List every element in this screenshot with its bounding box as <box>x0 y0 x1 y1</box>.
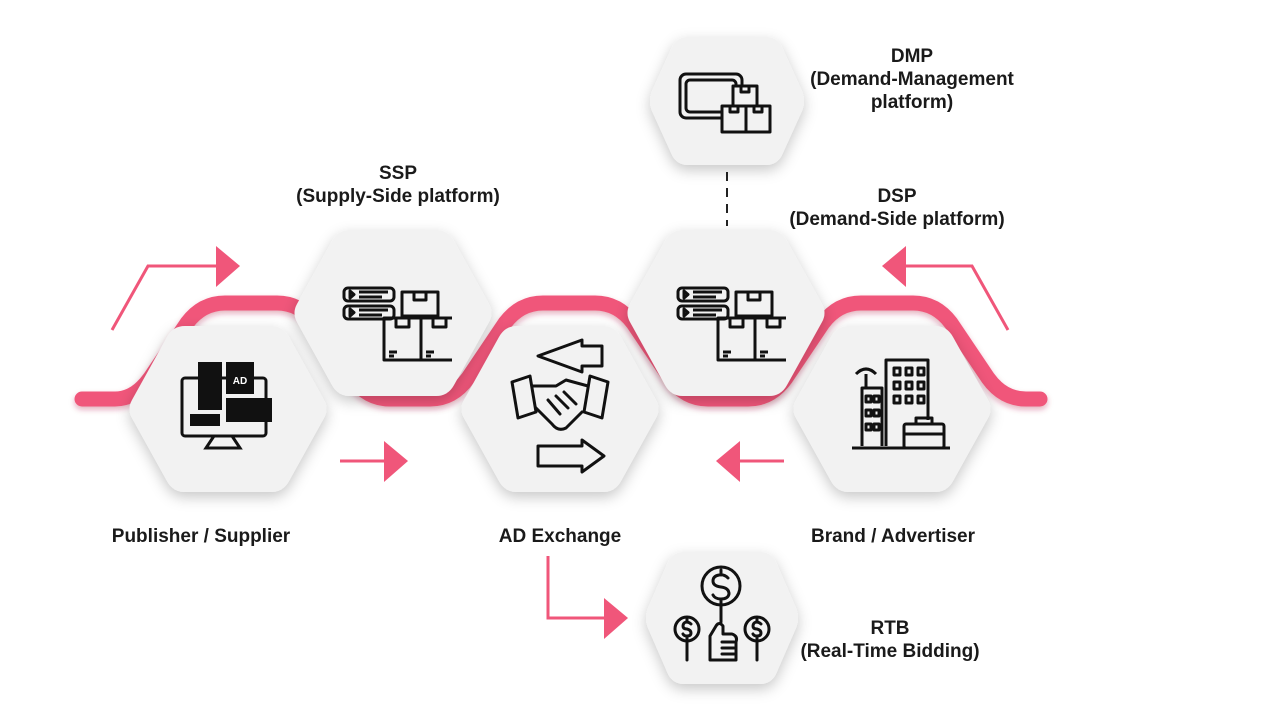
handshake-arrows-icon <box>510 338 610 474</box>
dmp-label: DMP (Demand-Management platform) <box>792 45 1032 114</box>
screen-boxes-icon <box>678 72 772 134</box>
dsp-title: DSP <box>877 186 917 207</box>
exchange-node[interactable] <box>461 326 659 492</box>
office-building-briefcase-icon <box>852 358 950 450</box>
dmp-node[interactable] <box>650 37 804 165</box>
publisher-label: Publisher / Supplier <box>111 526 291 547</box>
monitor-ad-icon: AD <box>180 362 272 450</box>
brand-node[interactable] <box>793 326 991 492</box>
arrow-exchange-to-rtb <box>546 556 628 639</box>
flow-ribbon <box>74 295 1048 407</box>
dsp-subtitle: (Demand-Side platform) <box>789 209 1005 230</box>
svg-text:AD: AD <box>233 376 247 387</box>
rtb-label: RTB (Real-Time Bidding) <box>780 617 1000 663</box>
arrow-top-right <box>882 246 1010 331</box>
ssp-title: SSP <box>378 163 418 184</box>
dsp-label: DSP (Demand-Side platform) <box>772 185 1022 231</box>
arrow-top-left <box>110 246 240 331</box>
exchange-label: AD Exchange <box>498 526 622 547</box>
ssp-label: SSP (Supply-Side platform) <box>278 162 518 208</box>
dmp-subtitle-line2: platform) <box>870 92 954 113</box>
ssp-subtitle: (Supply-Side platform) <box>296 186 500 207</box>
arrow-brand-to-exchange <box>716 441 784 482</box>
rtb-subtitle: (Real-Time Bidding) <box>800 641 980 662</box>
dmp-subtitle-line1: (Demand-Management <box>810 69 1014 90</box>
dollar-bidding-icon <box>673 565 771 662</box>
dsp-node[interactable] <box>627 230 825 396</box>
dmp-title: DMP <box>890 46 934 67</box>
brand-label: Brand / Advertiser <box>810 526 975 547</box>
rtb-title: RTB <box>870 618 910 639</box>
arrow-publisher-to-exchange <box>340 441 408 482</box>
